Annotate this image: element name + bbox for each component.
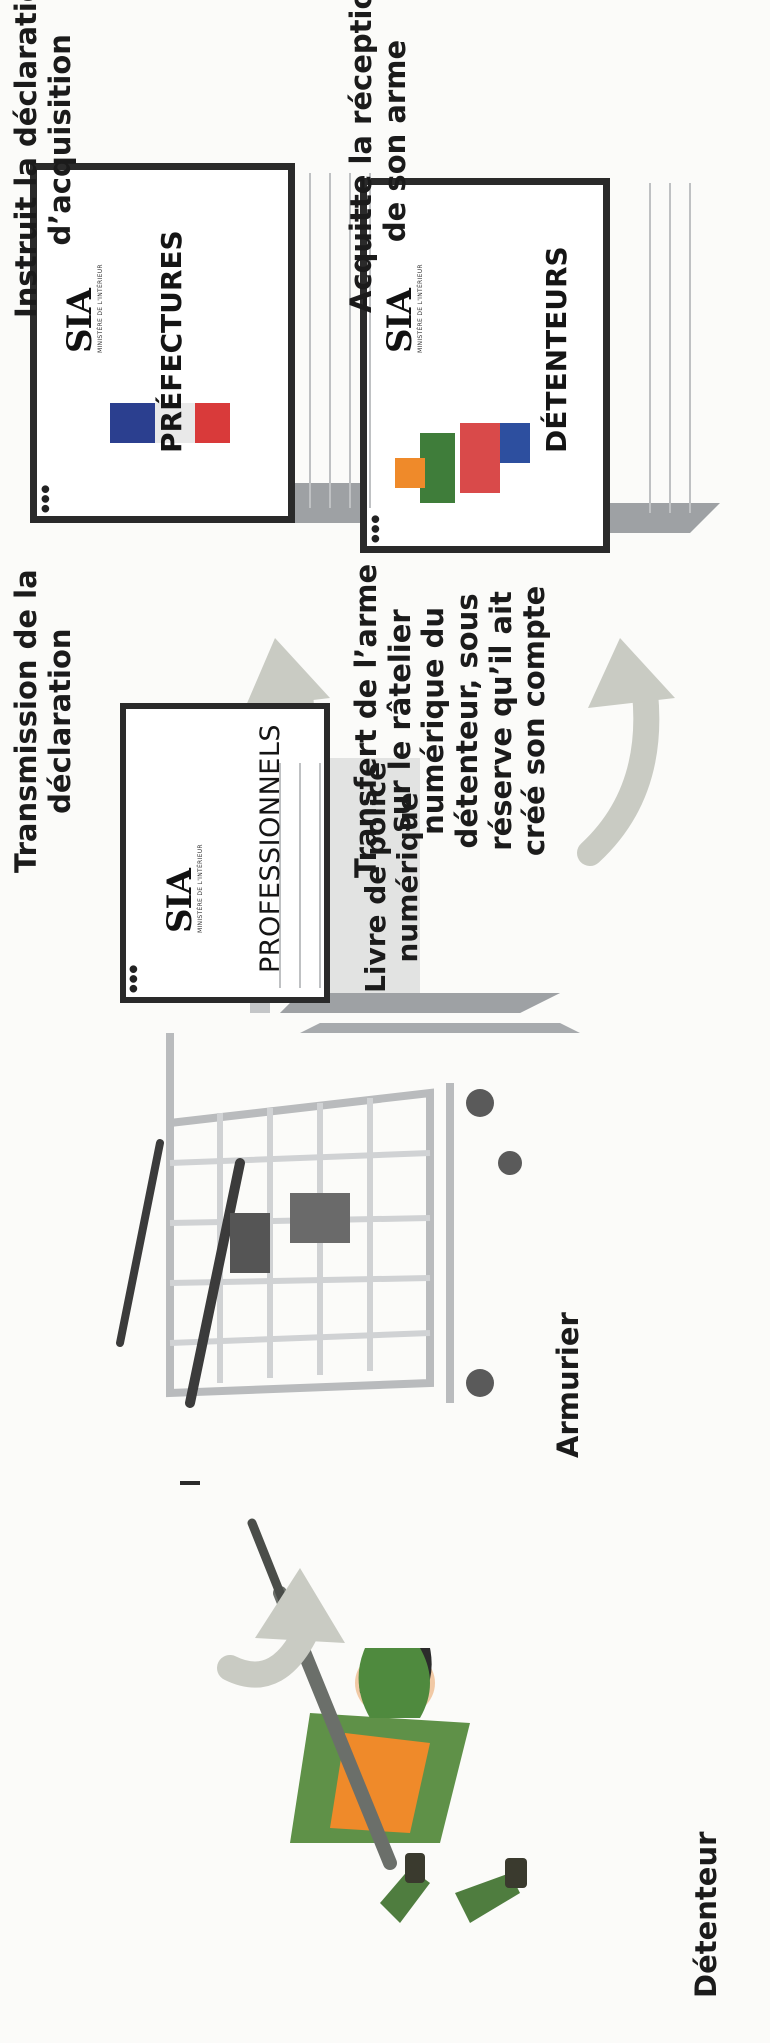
laptop-dots-icon: ●●● xyxy=(40,483,51,513)
actor-label-armurier: Armurier xyxy=(551,1312,585,1458)
arrow-detenteur-to-armurier xyxy=(217,1568,345,1688)
laptop-dots-icon: ●●● xyxy=(128,963,139,993)
screen-title-professionnels: PROFESSIONNELS xyxy=(255,723,286,973)
screen-title-detenteurs: DÉTENTEURS xyxy=(540,246,573,453)
actor-label-detenteur: Détenteur xyxy=(689,1831,723,1998)
detenteurs-people-icon xyxy=(395,423,530,503)
prefecture-flag-icon xyxy=(110,403,230,443)
caption-instruit: Instruit la déclaration d’acquisition xyxy=(9,0,77,318)
caption-acquitte: Acquitte la réception de son arme xyxy=(344,0,412,313)
arrow-transfert xyxy=(577,638,675,866)
laptop-dots-icon: ●●● xyxy=(370,513,381,543)
hunter-figure-icon xyxy=(247,1518,527,1923)
caption-transfert: Transfert de l’arme sur le râtelier numé… xyxy=(349,563,552,878)
sia-logo-professionnels: SIA MINISTÈRE DE L'INTÉRIEUR xyxy=(160,844,204,933)
keyboard-grids xyxy=(279,173,691,988)
shopping-cart-icon xyxy=(116,1033,522,1485)
caption-transmission: Transmission de la déclaration xyxy=(9,569,77,873)
screen-title-prefectures: PRÉFECTURES xyxy=(155,230,188,453)
